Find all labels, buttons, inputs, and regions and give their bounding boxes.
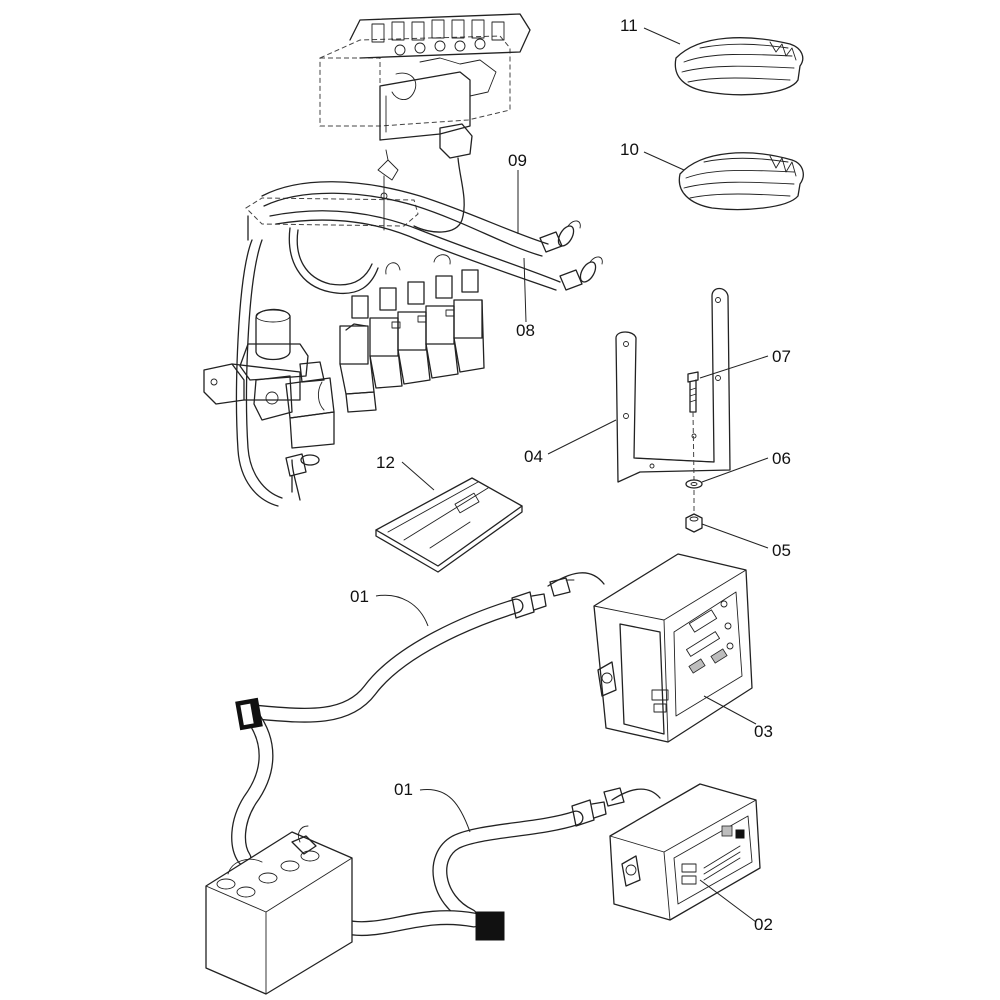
part-12-manual <box>375 477 523 573</box>
part-09-connector <box>539 220 581 253</box>
label-01-upper: 01 <box>350 587 369 606</box>
part-06-washer <box>685 479 703 512</box>
part-07-bolt <box>687 371 699 481</box>
harness-connector-upper <box>511 577 575 619</box>
part-10-folded-cover <box>678 152 804 211</box>
manifold-connector <box>285 453 320 493</box>
label-04: 04 <box>524 447 543 466</box>
part-04-bracket <box>615 287 731 483</box>
label-10: 10 <box>620 140 639 159</box>
label-03: 03 <box>754 722 773 741</box>
leader-lines <box>375 27 769 923</box>
grommet-plug-upper <box>235 697 263 731</box>
harness-mounting-frame <box>235 181 561 507</box>
label-07: 07 <box>772 347 791 366</box>
label-09: 09 <box>508 151 527 170</box>
label-05: 05 <box>772 541 791 560</box>
label-08: 08 <box>516 321 535 340</box>
harness-connector-lower <box>571 787 625 827</box>
valve-manifold-assembly <box>203 254 485 449</box>
label-12: 12 <box>376 453 395 472</box>
label-02: 02 <box>754 915 773 934</box>
label-11: 11 <box>620 16 638 35</box>
part-02-control-unit <box>609 783 761 921</box>
tractor-valve-block <box>319 13 531 233</box>
battery <box>205 825 353 995</box>
part-05-nut <box>685 513 703 533</box>
label-06: 06 <box>772 449 791 468</box>
label-01-lower: 01 <box>394 780 413 799</box>
part-11-folded-cover <box>674 37 804 96</box>
grommet-plug-lower <box>475 911 505 941</box>
part-labels: 11 10 09 08 07 04 06 12 05 01 03 01 02 <box>350 16 791 934</box>
part-01-harness-cables <box>231 572 661 937</box>
part-08-connector <box>559 256 603 291</box>
part-03-control-monitor <box>593 553 753 743</box>
